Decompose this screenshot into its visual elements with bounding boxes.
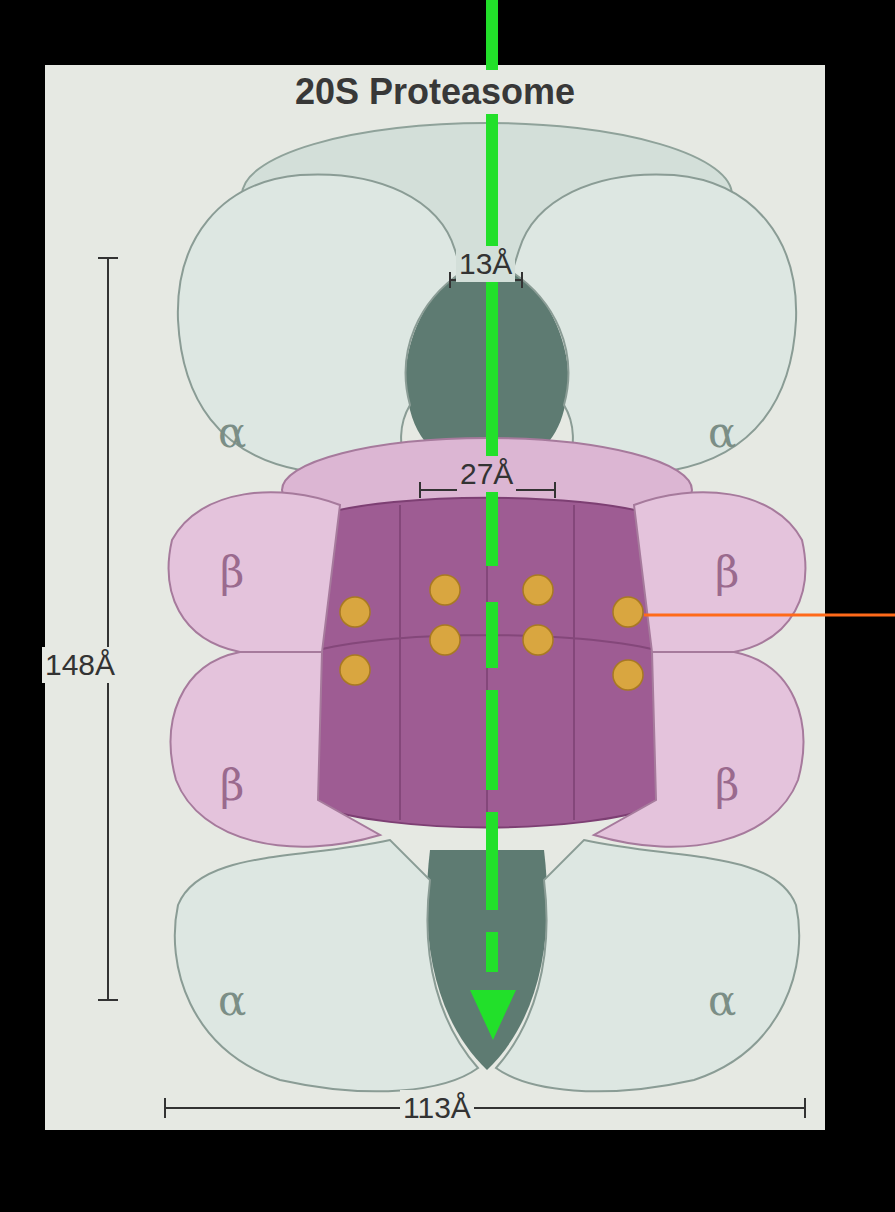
arrow-head — [470, 990, 516, 1040]
substrate-arrow — [470, 0, 516, 1040]
beta-lobe — [169, 492, 340, 652]
dimension-label: 13Å — [456, 246, 515, 282]
arrow-dash — [486, 690, 498, 790]
subunit-label: α — [215, 975, 249, 1026]
active-site — [523, 575, 553, 605]
dimension-line — [165, 1098, 805, 1118]
subunit-label: α — [705, 975, 739, 1026]
alpha-lobe — [496, 840, 799, 1091]
dimension-label: 27Å — [457, 456, 516, 492]
arrow-dash — [486, 932, 498, 972]
subunit-label: β — [217, 547, 247, 598]
dimension-marks — [98, 258, 805, 1118]
subunit-label: α — [215, 407, 249, 458]
active-sites — [340, 575, 643, 690]
beta-lobe — [594, 652, 803, 847]
panel-ground — [45, 65, 825, 1130]
beta-lobe — [171, 652, 380, 847]
alpha-lobe — [512, 174, 796, 470]
alpha-lobe — [178, 174, 462, 470]
subunit-label: β — [712, 760, 742, 811]
active-site — [613, 597, 643, 627]
active-site — [340, 597, 370, 627]
active-site — [523, 625, 553, 655]
active-site — [340, 655, 370, 685]
subunit-label: β — [712, 547, 742, 598]
beta-lobe — [634, 492, 805, 652]
subunit-label: α — [705, 407, 739, 458]
diagram-title: 20S Proteasome — [292, 70, 578, 114]
dimension-line — [98, 258, 118, 1000]
active-site — [430, 625, 460, 655]
arrow-dash — [486, 812, 498, 910]
active-site — [613, 660, 643, 690]
alpha-lobe — [175, 840, 478, 1091]
active-site — [430, 575, 460, 605]
dimension-label: 148Å — [42, 647, 118, 683]
dimension-label: 113Å — [400, 1090, 474, 1126]
arrow-dash — [486, 602, 498, 668]
leader-line — [644, 614, 895, 617]
subunit-label: β — [217, 760, 247, 811]
